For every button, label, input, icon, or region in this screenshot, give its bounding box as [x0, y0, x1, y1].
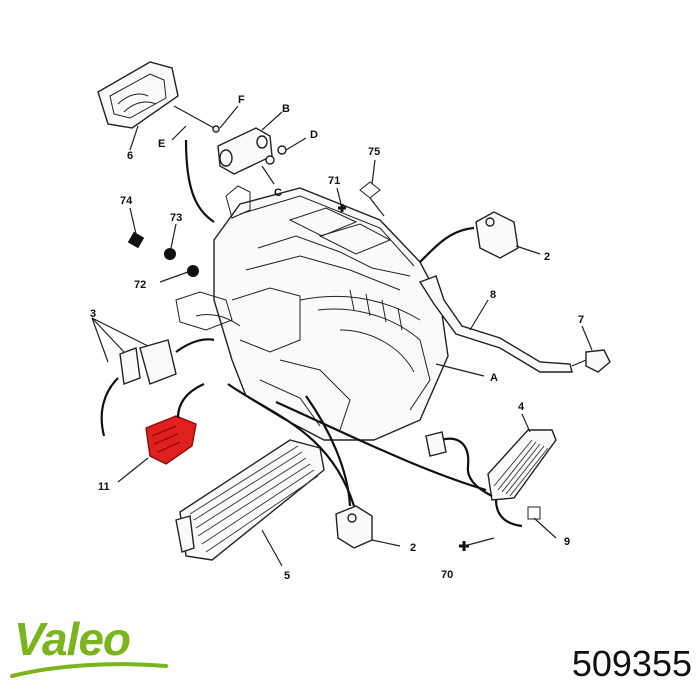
label-C: C [274, 187, 282, 199]
hvac-housing [175, 185, 449, 441]
label-6: 6 [127, 150, 133, 162]
part-9-box [527, 506, 541, 520]
label-F: F [238, 94, 245, 106]
part-11-blower-resistor [145, 382, 205, 465]
label-75: 75 [368, 146, 380, 158]
label-73: 73 [170, 212, 182, 224]
highlight-part [145, 415, 197, 465]
label-2-upper: 2 [544, 251, 550, 263]
part-6-cover [97, 61, 179, 129]
part-72-plug [187, 265, 199, 277]
label-A: A [490, 372, 498, 384]
part-2-actuator-lower [227, 383, 373, 549]
label-9: 9 [564, 536, 570, 548]
part-7-sensor [571, 349, 611, 373]
part-number: 509355 [571, 643, 692, 684]
leader-lines [91, 105, 593, 567]
part-4-heater-core [425, 429, 557, 528]
valeo-logo-swoosh [10, 662, 168, 678]
part-5-evaporator [175, 439, 325, 561]
label-3: 3 [90, 308, 96, 320]
label-B: B [282, 103, 290, 115]
part-73-plug [164, 248, 176, 260]
cable-top [184, 139, 215, 223]
label-2-lower: 2 [410, 542, 416, 554]
part-b-valve [217, 127, 273, 175]
label-72: 72 [134, 279, 146, 291]
label-E: E [158, 138, 165, 150]
cable-right [275, 400, 487, 492]
part-2-actuator-upper [419, 211, 519, 263]
label-7: 7 [578, 314, 584, 326]
label-8: 8 [490, 289, 496, 301]
label-5: 5 [284, 570, 290, 582]
part-8-pipe [418, 275, 573, 373]
part-71-screw [338, 204, 346, 212]
label-74: 74 [120, 195, 133, 207]
part-f-bolt [173, 105, 220, 133]
label-11: 11 [98, 481, 110, 493]
label-71: 71 [328, 175, 340, 187]
valeo-logo: Valeo [14, 613, 131, 665]
label-70: 70 [441, 569, 453, 581]
label-4: 4 [518, 401, 525, 413]
label-D: D [310, 129, 318, 141]
part-3-connectors [100, 338, 215, 437]
part-74-clip [127, 231, 145, 249]
part-75-box [359, 181, 381, 199]
